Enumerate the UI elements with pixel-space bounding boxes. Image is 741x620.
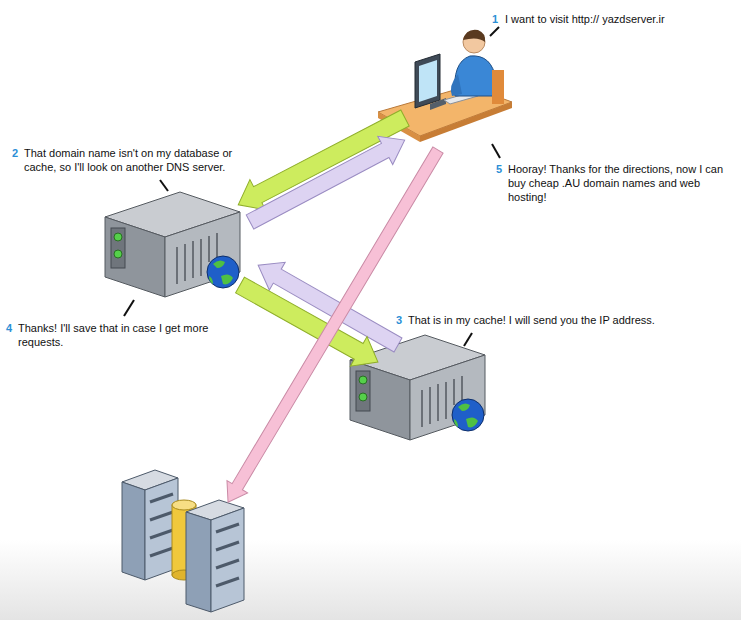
callout-text: I want to visit http:// yazdserver.ir xyxy=(505,12,735,26)
leader-line xyxy=(464,333,472,346)
callout-text: Thanks! I'll save that in case I get mor… xyxy=(18,321,238,349)
leader-line xyxy=(490,27,499,36)
callout-number: 4 xyxy=(6,321,20,335)
callout-number: 1 xyxy=(492,12,506,26)
callout-number: 5 xyxy=(496,162,510,176)
callout-text: That domain name isn't on my database or… xyxy=(24,146,246,174)
callout-number: 2 xyxy=(12,146,26,160)
callout-text: Hooray! Thanks for the directions, now I… xyxy=(508,162,734,204)
bottom-fade xyxy=(0,540,741,620)
leader-line xyxy=(160,180,168,191)
visit-arrow xyxy=(218,144,449,508)
leader-line xyxy=(124,300,134,316)
server-one xyxy=(105,192,240,297)
leader-line xyxy=(492,144,500,158)
callout-number: 3 xyxy=(396,313,410,327)
reply-arrow xyxy=(243,126,413,236)
callout-text: That is in my cache! I will send you the… xyxy=(408,313,708,327)
web-server-farm xyxy=(122,470,244,612)
request-arrow xyxy=(230,103,412,220)
